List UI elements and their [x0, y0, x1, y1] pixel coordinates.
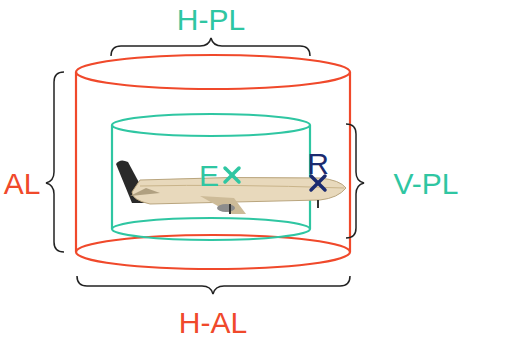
area-horizontal-label: H-AL — [179, 308, 247, 338]
area-vertical-label: AL — [4, 169, 41, 199]
plane-horizontal-label: H-PL — [177, 5, 245, 35]
plane-vertical-label: V-PL — [393, 169, 458, 199]
outer-cylinder — [76, 55, 350, 269]
h-al-brace — [77, 276, 350, 294]
point-label: E — [199, 161, 219, 191]
point-label: R — [307, 149, 329, 179]
v-al-brace — [46, 72, 64, 252]
v-pl-brace — [346, 124, 364, 238]
h-pl-brace — [111, 38, 310, 56]
